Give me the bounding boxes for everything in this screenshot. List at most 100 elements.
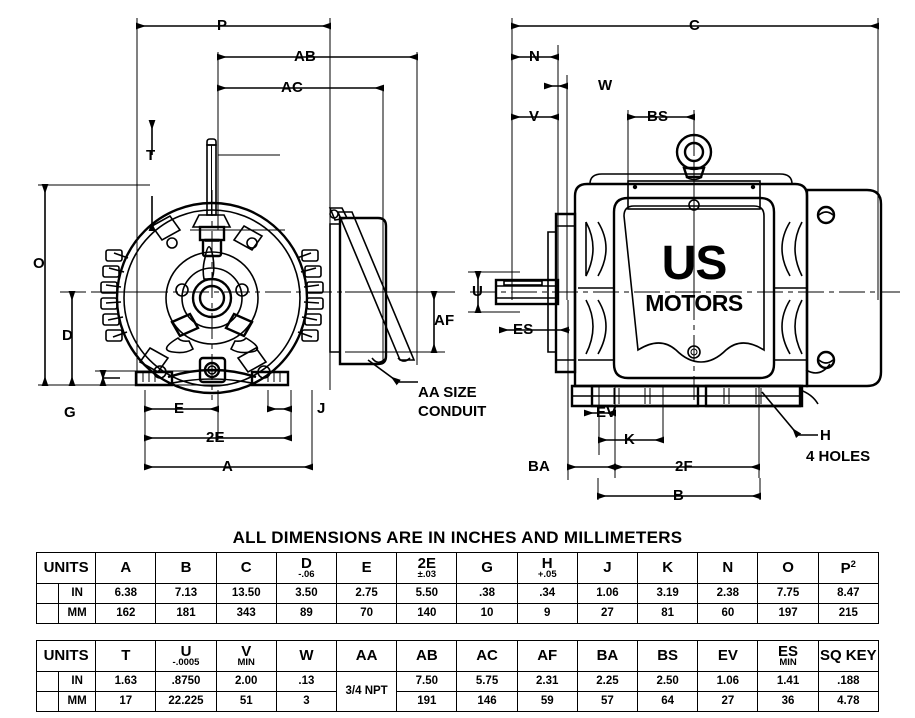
dim-label-ev: EV bbox=[596, 404, 617, 421]
page-title: ALL DIMENSIONS ARE IN INCHES AND MILLIME… bbox=[232, 528, 683, 547]
column-header-c: C bbox=[215, 552, 277, 584]
units-header: UNITS bbox=[35, 640, 97, 672]
cell-a-mm: 162 bbox=[95, 603, 157, 624]
side-view-motor-body bbox=[470, 130, 900, 408]
dim-label-c: C bbox=[689, 17, 701, 34]
dim-label-es: ES bbox=[513, 321, 534, 338]
column-header-ab: AB bbox=[396, 640, 458, 672]
cell-o-in: 7.75 bbox=[757, 583, 819, 604]
units-spacer-cell bbox=[35, 671, 59, 692]
cell-ac-mm: 146 bbox=[456, 691, 518, 712]
column-header-b: B bbox=[155, 552, 217, 584]
holes-note-label: H bbox=[820, 427, 831, 444]
units-row-label-mm: MM bbox=[58, 603, 97, 624]
dim-label-v: V bbox=[529, 108, 540, 125]
dim-label-2e: 2E bbox=[206, 429, 225, 446]
dim-label-u: U bbox=[472, 283, 484, 300]
column-header-ba: BA bbox=[576, 640, 639, 672]
column-header-u: U-.0005 bbox=[155, 640, 217, 672]
dim-label-b: B bbox=[673, 487, 685, 504]
cell-k-in: 3.19 bbox=[637, 583, 699, 604]
column-header-ac: AC bbox=[456, 640, 518, 672]
dim-label-ab: AB bbox=[294, 48, 317, 65]
cell-bs-in: 2.50 bbox=[637, 671, 699, 692]
cell-es-in: 1.41 bbox=[757, 671, 819, 692]
cell-h-mm: 9 bbox=[516, 603, 578, 624]
column-header-t: T bbox=[95, 640, 157, 672]
cell-t-mm: 17 bbox=[95, 691, 157, 712]
cell-g-in: .38 bbox=[456, 583, 518, 604]
column-header-n: N bbox=[697, 552, 759, 584]
dim-label-bs: BS bbox=[647, 108, 669, 125]
column-header-sq-key: SQ KEY bbox=[817, 640, 880, 672]
dim-label-af: AF bbox=[434, 312, 455, 329]
column-header-af: AF bbox=[516, 640, 578, 672]
dim-label-g: G bbox=[64, 404, 76, 421]
cell-2e-mm: 140 bbox=[396, 603, 458, 624]
dim-label-w: W bbox=[598, 77, 613, 94]
cell-t-in: 1.63 bbox=[95, 671, 157, 692]
cell-es-mm: 36 bbox=[757, 691, 819, 712]
cell-sq-key-in: .188 bbox=[817, 671, 880, 692]
units-spacer-cell bbox=[35, 691, 59, 712]
cell-af-mm: 59 bbox=[516, 691, 578, 712]
cell-c-mm: 343 bbox=[215, 603, 277, 624]
front-view-motor-body bbox=[60, 138, 460, 400]
cell-p-mm: 215 bbox=[817, 603, 880, 624]
cell-v-in: 2.00 bbox=[215, 671, 277, 692]
column-header-2e: 2E±.03 bbox=[396, 552, 458, 584]
cell-ab-mm: 191 bbox=[396, 691, 458, 712]
dim-label-n: N bbox=[529, 48, 541, 65]
cell-ev-in: 1.06 bbox=[697, 671, 759, 692]
cell-h-in: .34 bbox=[516, 583, 578, 604]
dim-label-k: K bbox=[624, 431, 636, 448]
column-header-aa: AA bbox=[336, 640, 398, 672]
units-spacer-cell bbox=[35, 603, 59, 624]
dim-label-d: D bbox=[62, 327, 74, 344]
column-header-h: H+.05 bbox=[516, 552, 578, 584]
units-spacer-cell bbox=[35, 583, 59, 604]
cell-b-mm: 181 bbox=[155, 603, 217, 624]
cell-e-mm: 70 bbox=[336, 603, 398, 624]
cell-g-mm: 10 bbox=[456, 603, 518, 624]
cell-a-in: 6.38 bbox=[95, 583, 157, 604]
dim-label-ac: AC bbox=[281, 79, 304, 96]
brand-text-motors: MOTORS bbox=[645, 290, 743, 316]
cell-w-in: .13 bbox=[275, 671, 338, 692]
cell-j-mm: 27 bbox=[576, 603, 639, 624]
units-row-label-in: IN bbox=[58, 671, 97, 692]
cell-j-in: 1.06 bbox=[576, 583, 639, 604]
cell-k-mm: 81 bbox=[637, 603, 699, 624]
cell-ev-mm: 27 bbox=[697, 691, 759, 712]
cell-bs-mm: 64 bbox=[637, 691, 699, 712]
column-header-w: W bbox=[275, 640, 338, 672]
conduit-note-line1: AA SIZE bbox=[418, 384, 477, 401]
cell-p-in: 8.47 bbox=[817, 583, 880, 604]
units-row-label-in: IN bbox=[58, 583, 97, 604]
cell-n-mm: 60 bbox=[697, 603, 759, 624]
column-header-p: P2 bbox=[817, 552, 880, 584]
cell-c-in: 13.50 bbox=[215, 583, 277, 604]
cell-ac-in: 5.75 bbox=[456, 671, 518, 692]
units-header: UNITS bbox=[35, 552, 97, 584]
cell-d-mm: 89 bbox=[275, 603, 338, 624]
units-row-label-mm: MM bbox=[58, 691, 97, 712]
column-header-k: K bbox=[637, 552, 699, 584]
column-header-a: A bbox=[95, 552, 157, 584]
dim-label-o: O bbox=[33, 255, 45, 272]
cell-af-in: 2.31 bbox=[516, 671, 578, 692]
column-header-e: E bbox=[336, 552, 398, 584]
column-header-d: D-.06 bbox=[275, 552, 338, 584]
dim-label-j: J bbox=[317, 400, 326, 417]
cell-ba-in: 2.25 bbox=[576, 671, 639, 692]
cell-u-in: .8750 bbox=[155, 671, 217, 692]
